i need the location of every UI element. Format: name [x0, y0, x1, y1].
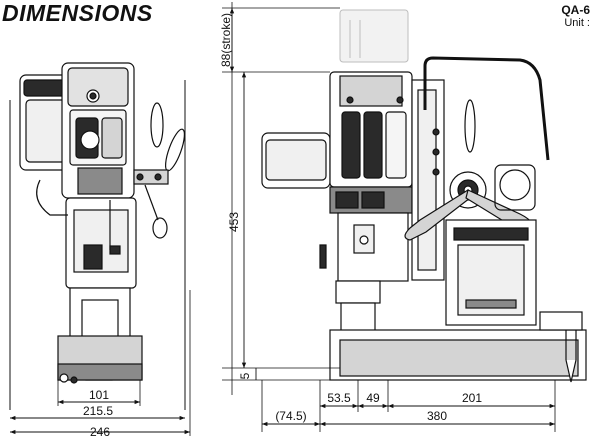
dim-label-101: 101 [89, 388, 109, 402]
front-motor-cover [19, 74, 73, 171]
side-carry-handle [423, 56, 550, 161]
front-handle [133, 102, 186, 239]
dim-label-74-5: (74.5) [275, 409, 306, 423]
side-dimensions [222, 2, 556, 432]
dim-label-201: 201 [462, 391, 482, 405]
side-gear-section [319, 186, 413, 282]
front-mag-base [57, 335, 143, 384]
side-ghost-outline [339, 9, 409, 63]
dim-label-53-5: 53.5 [327, 391, 351, 405]
front-main-body [61, 62, 135, 199]
dim-label-stroke: 88(stroke) [219, 13, 233, 67]
dim-label-5: 5 [238, 372, 252, 379]
side-mag-base [329, 311, 587, 383]
front-view [9, 62, 186, 410]
side-control-box [445, 164, 537, 326]
dim-label-453: 453 [227, 212, 241, 232]
dim-label-215-5: 215.5 [83, 404, 113, 418]
side-motor-cover [261, 132, 331, 189]
page-title: DIMENSIONS [2, 0, 153, 26]
side-slide [411, 79, 445, 281]
front-gearbox [36, 179, 137, 289]
side-view [261, 56, 587, 383]
dim-label-49: 49 [366, 391, 380, 405]
model-label: QA-6 [561, 3, 590, 17]
side-motor-body [329, 71, 413, 188]
dim-label-246: 246 [90, 425, 110, 439]
dim-label-380: 380 [427, 409, 447, 423]
front-dimensions [10, 290, 191, 436]
unit-label: Unit : [564, 17, 590, 29]
